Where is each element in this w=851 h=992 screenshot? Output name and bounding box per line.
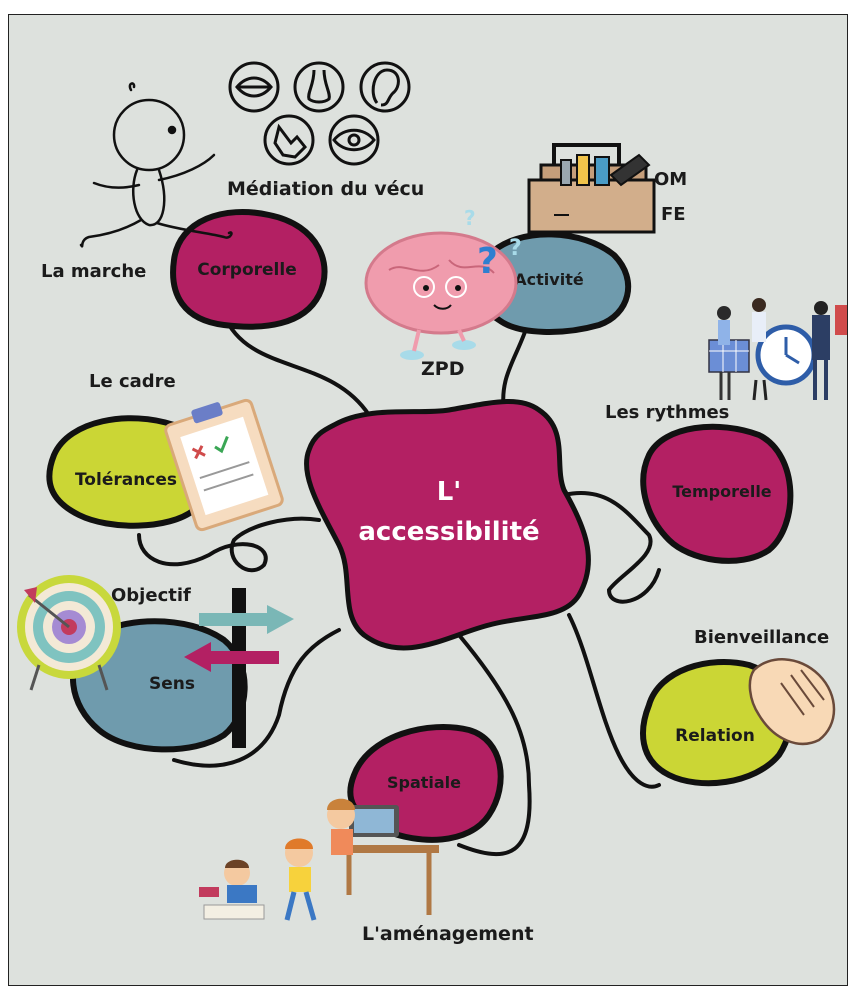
walking-figure-icon [79,82,233,248]
mind-map-svg: L' accessibilité Corporelle Activité Tem… [17,61,847,945]
mind-map-canvas: L' accessibilité Corporelle Activité Tem… [8,14,848,986]
lips-icon [228,61,280,113]
question-marks-icon: ? ? ? [464,206,522,282]
label-amenagement: L'aménagement [362,923,534,945]
connector-relation [567,613,661,789]
clipboard-icon [164,398,284,532]
brain-icon [364,231,518,360]
label-la-marche: La marche [41,261,146,282]
center-title-line2: accessibilité [358,517,539,547]
arrow-right-icon [199,605,294,634]
node-relation-label: Relation [675,726,755,746]
connector-corporelle [222,313,371,417]
node-corporelle-shape [170,209,328,330]
node-temporelle-shape [640,423,794,564]
node-activite-label: Activité [514,270,584,289]
toolbox-icon [527,143,656,234]
center-blob [304,399,591,651]
label-les-rythmes: Les rythmes [605,402,729,423]
children-playing-icon [199,798,439,921]
svg-text:?: ? [509,236,522,261]
svg-text:?: ? [464,206,476,230]
handshake-icon [748,658,836,746]
eye-icon [328,114,380,166]
label-fe: FE [661,204,686,225]
node-corporelle-label: Corporelle [197,260,297,280]
connector-tolerances [137,516,321,573]
label-zpd: ZPD [421,358,464,380]
node-temporelle-label: Temporelle [672,482,771,501]
node-sens-label: Sens [149,674,195,694]
label-om: OM [654,169,687,190]
arrow-left-icon [184,642,279,672]
ear-icon [359,61,411,113]
connector-temporelle [562,491,661,604]
connector-lines [137,313,661,857]
node-tolerances-label: Tolérances [75,470,177,490]
target-icon [17,575,121,691]
label-le-cadre: Le cadre [89,371,176,392]
connector-activite [501,318,531,412]
people-calendar-clock-icon [708,298,847,401]
label-bienveillance: Bienveillance [694,627,829,648]
signpost-icon [232,588,246,748]
label-mediation-du-vecu: Médiation du vécu [227,178,424,200]
node-spatiale-label: Spatiale [387,773,461,792]
svg-text:?: ? [477,241,498,282]
label-objectif: Objectif [111,585,191,606]
nose-icon [293,61,345,113]
center-title-line1: L' [437,477,462,507]
connector-spatiale [457,633,532,857]
hand-touch-icon [263,114,315,166]
connector-sens [172,628,341,768]
